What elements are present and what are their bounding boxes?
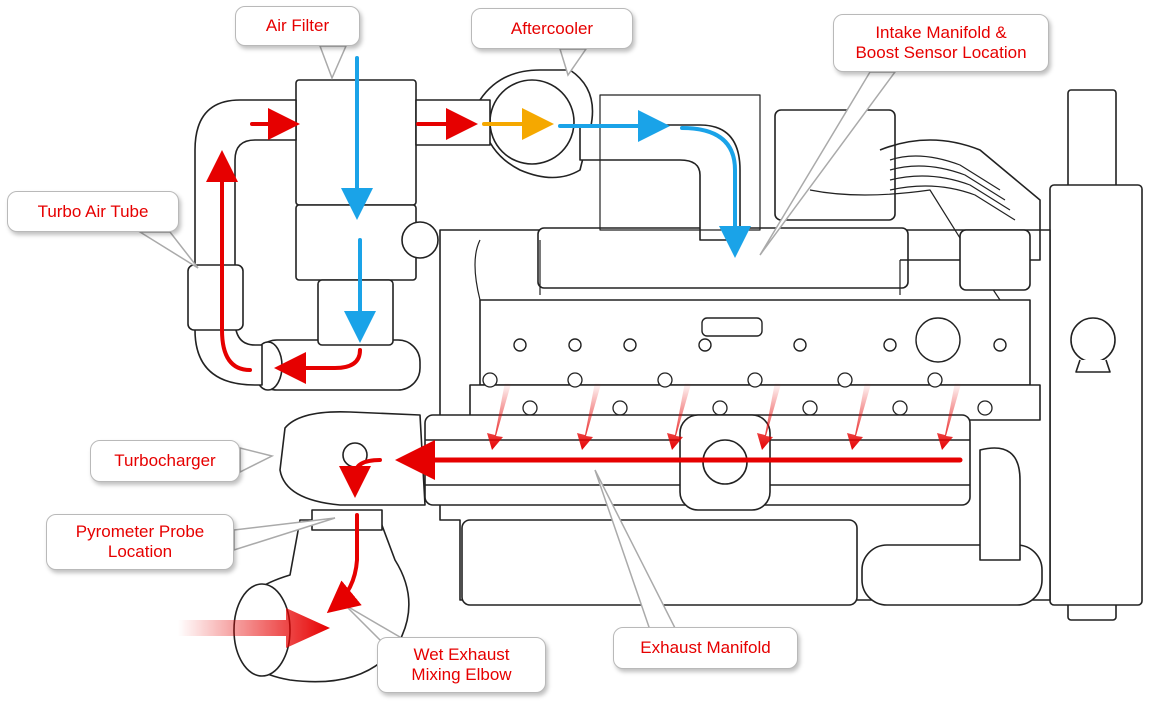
- air-flow-arrows: [206, 56, 963, 614]
- leader-turbocharger: [239, 447, 275, 474]
- oil-cooler: [461, 519, 858, 606]
- intake-manifold-label-line1: Intake Manifold &: [875, 23, 1007, 42]
- turbo-tube-arrow: [206, 150, 252, 372]
- port-arrow-4: [757, 382, 781, 450]
- exhaust-port-arrows: [487, 382, 961, 450]
- air-filter-bottom: [295, 204, 417, 281]
- port-arrow-3: [667, 382, 691, 450]
- compressor-outlet-arrow: [274, 348, 362, 384]
- callout-turbo-air-tube: Turbo Air Tube: [7, 191, 179, 232]
- turbo-air-tube-label: Turbo Air Tube: [37, 201, 149, 221]
- heat-exchanger-tank: [1049, 184, 1143, 606]
- callout-intake-manifold: Intake Manifold & Boost Sensor Location: [833, 14, 1049, 72]
- leader-lines: [137, 45, 897, 641]
- exhaust-manifold-label: Exhaust Manifold: [640, 638, 771, 657]
- port-arrow-2: [577, 382, 601, 450]
- port-arrow-6: [937, 382, 961, 450]
- pyrometer-label-line1: Pyrometer Probe: [75, 522, 205, 541]
- return-pipe: [979, 447, 1021, 561]
- right-block-cover: [959, 229, 1031, 291]
- engine-line-art: [187, 69, 1143, 683]
- air-filter-label: Air Filter: [265, 16, 330, 35]
- aftercooler-label: Aftercooler: [510, 18, 594, 38]
- elbow-flow-arrow: [326, 513, 362, 614]
- port-arrow-5: [847, 382, 871, 450]
- callout-turbocharger: Turbocharger: [90, 440, 240, 482]
- wet-exhaust-label-line2: Mixing Elbow: [411, 665, 512, 684]
- wet-exhaust-label-line1: Wet Exhaust: [413, 645, 510, 664]
- coolant-cap: [1070, 317, 1116, 363]
- callout-wet-exhaust: Wet Exhaust Mixing Elbow: [377, 637, 546, 693]
- callout-exhaust-manifold: Exhaust Manifold: [613, 627, 798, 669]
- intake-air-arrow-2: [680, 126, 751, 258]
- callout-air-filter: Air Filter: [235, 6, 360, 46]
- leader-pyrometer: [233, 517, 336, 552]
- turbocharger-label: Turbocharger: [114, 451, 216, 470]
- callout-aftercooler: Aftercooler: [471, 8, 633, 49]
- port-arrow-1: [487, 382, 511, 450]
- filter-adapter: [317, 279, 394, 346]
- aftercooler-outlet-tube: [579, 124, 741, 241]
- intake-manifold-label-line2: Boost Sensor Location: [855, 43, 1027, 62]
- leader-intake-manifold: [759, 71, 897, 256]
- pyrometer-label-line2: Location: [107, 542, 173, 561]
- leader-air-filter: [318, 45, 348, 80]
- leader-turbo-air-tube: [137, 231, 199, 269]
- turbine-outlet-arrow: [339, 458, 382, 498]
- leader-aftercooler: [558, 48, 588, 77]
- exhaust-outlet-arrow: [178, 608, 330, 648]
- callout-pyrometer: Pyrometer Probe Location: [46, 514, 234, 570]
